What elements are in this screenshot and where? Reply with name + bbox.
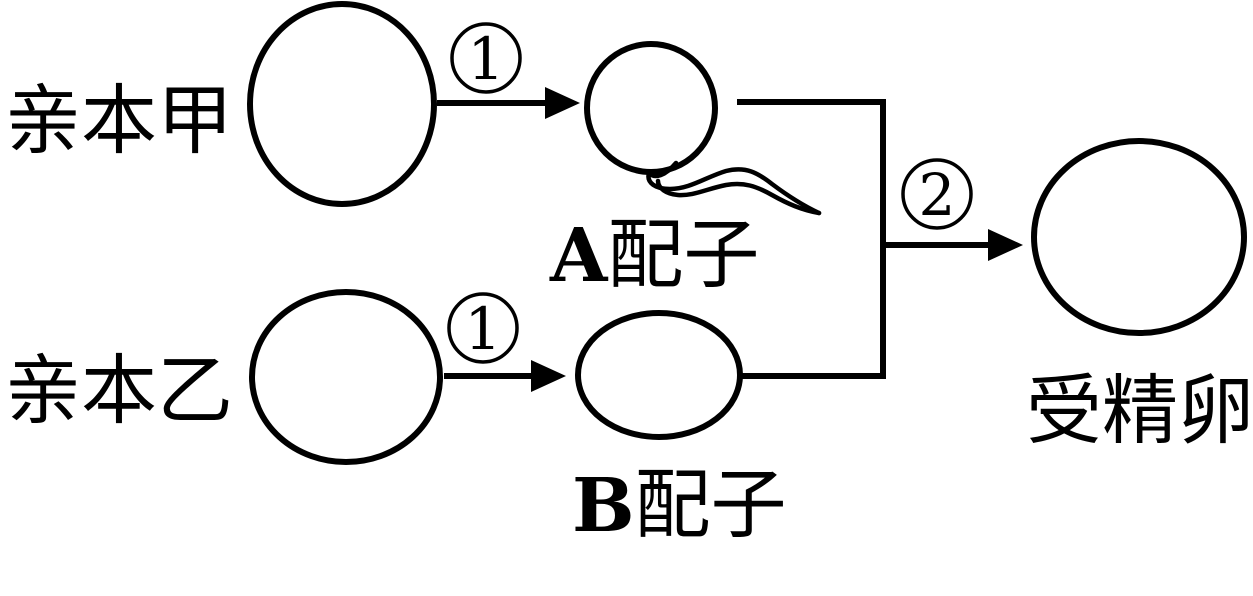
zygote-cell [1031,138,1247,336]
arrow-step1-bottom-head [531,360,566,392]
gamete-a-word: 配子 [607,213,759,298]
parent-yi-cell [249,289,443,465]
circled-one-top-digit: 1 [468,25,505,93]
gamete-a-letter: A [549,213,609,299]
zygote-label: 受精卵 [1026,369,1253,454]
circled-two-digit: 2 [919,161,956,229]
arrow-step1-top-head [545,87,580,119]
circled-two-ring [901,158,973,230]
circled-one-top-ring [450,22,522,94]
gamete-b-letter: B [572,463,635,549]
sperm-tail-lower-edge [655,178,822,216]
gamete-b-word: 配子 [635,463,787,548]
parent-yi-label: 亲本乙 [5,349,233,434]
circled-one-bottom-digit: 1 [465,295,502,363]
merge-connector [737,99,886,379]
sperm-tail-upper-edge [646,160,822,216]
gamete-a-label: A配子 [549,213,759,299]
gamete-b-cell [575,310,743,440]
parent-jia-cell [247,1,437,207]
arrow-step2-head [988,229,1023,261]
gamete-b-label: B配子 [572,463,787,549]
sperm-head [584,41,718,175]
circled-one-bottom-ring [447,292,519,364]
parent-jia-label: 亲本甲 [5,79,233,164]
